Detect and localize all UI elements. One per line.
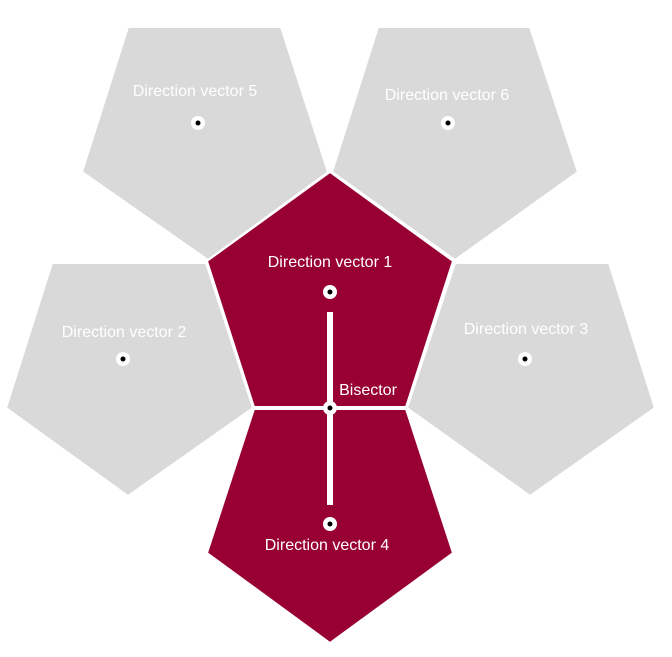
pentagon-direction-vector-6 (330, 26, 580, 262)
label-direction-vector-3: Direction vector 3 (464, 321, 589, 338)
pentagon-direction-vector-3 (405, 262, 657, 498)
marker-direction-vector-5 (191, 116, 205, 130)
label-direction-vector-1: Direction vector 1 (268, 254, 393, 271)
marker-direction-vector-6 (441, 116, 455, 130)
marker-direction-vector-4 (323, 517, 337, 531)
marker-direction-vector-1 (323, 285, 337, 299)
label-bisector: Bisector (339, 382, 397, 399)
marker-direction-vector-2 (116, 352, 130, 366)
label-direction-vector-4: Direction vector 4 (265, 537, 390, 554)
label-direction-vector-6: Direction vector 6 (385, 87, 510, 104)
marker-bisector (323, 401, 337, 415)
marker-direction-vector-3 (518, 352, 532, 366)
label-direction-vector-2: Direction vector 2 (62, 324, 187, 341)
label-direction-vector-5: Direction vector 5 (133, 83, 258, 100)
pentagon-direction-vector-2 (4, 262, 255, 498)
